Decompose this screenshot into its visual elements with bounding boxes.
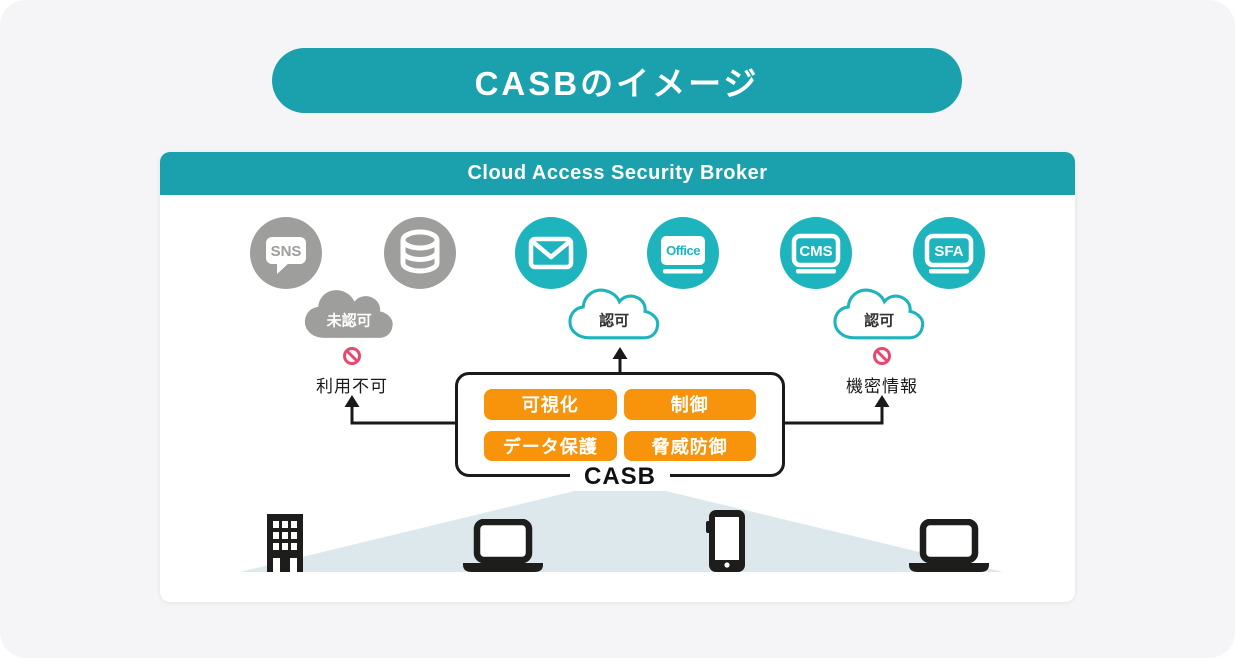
sfa-label: SFA [934, 243, 963, 260]
casb-function-threat-defense: 脅威防御 [623, 430, 756, 461]
casb-function-data-protection-label: データ保護 [502, 436, 598, 457]
office-label: Office [666, 243, 700, 258]
unapproved-cloud: 未認可 [304, 290, 393, 338]
sns-service-icon: SNS [250, 217, 322, 289]
prohibited-icon-right [873, 347, 891, 365]
tablet-icon [706, 510, 745, 572]
office-screen-icon: Office [661, 236, 705, 274]
casb-function-visibility: 可視化 [484, 389, 617, 420]
approved-cloud-center: 認可 [568, 288, 660, 340]
approved-cloud-right: 認可 [833, 288, 925, 340]
office-building-icon [267, 514, 303, 572]
laptop-icon [463, 519, 543, 572]
envelope-icon [528, 236, 574, 270]
casb-box-title-text: CASB [583, 463, 656, 490]
sfa-screen-icon: SFA [924, 233, 974, 274]
casb-function-control: 制御 [623, 389, 756, 420]
casb-panel: Cloud Access Security Broker SNS [160, 152, 1075, 602]
cms-label: CMS [799, 243, 832, 260]
casb-box-title: CASB [570, 463, 670, 491]
casb-function-threat-defense-label: 脅威防御 [651, 436, 728, 457]
mail-service-icon [515, 217, 587, 289]
approved-cloud-center-label: 認可 [599, 311, 629, 329]
prohibited-icon-left [343, 347, 361, 365]
laptop-icon [909, 519, 989, 572]
coverage-fan [240, 480, 1003, 572]
casb-box: 可視化 制御 データ保護 脅威防御 [455, 372, 785, 477]
database-icon [400, 229, 440, 274]
diagram-title-pill: CASBのイメージ [272, 48, 962, 113]
panel-header: Cloud Access Security Broker [160, 152, 1075, 195]
blocked-label-right: 機密情報 [846, 377, 918, 396]
office-service-icon: Office [647, 217, 719, 289]
sfa-service-icon: SFA [913, 217, 985, 289]
cms-service-icon: CMS [780, 217, 852, 289]
blocked-label-left: 利用不可 [316, 377, 388, 396]
arrow-up-center [612, 347, 628, 359]
sns-label: SNS [271, 243, 302, 260]
casb-function-control-label: 制御 [670, 395, 709, 416]
diagram-title: CASBのイメージ [474, 64, 760, 102]
speech-bubble-icon: SNS [266, 237, 306, 274]
cms-screen-icon: CMS [791, 233, 841, 274]
panel-header-title: Cloud Access Security Broker [467, 162, 768, 184]
casb-function-visibility-label: 可視化 [521, 395, 579, 416]
unapproved-cloud-label: 未認可 [326, 311, 372, 329]
database-service-icon [384, 217, 456, 289]
approved-cloud-right-label: 認可 [864, 311, 894, 329]
casb-function-data-protection: データ保護 [484, 430, 617, 461]
